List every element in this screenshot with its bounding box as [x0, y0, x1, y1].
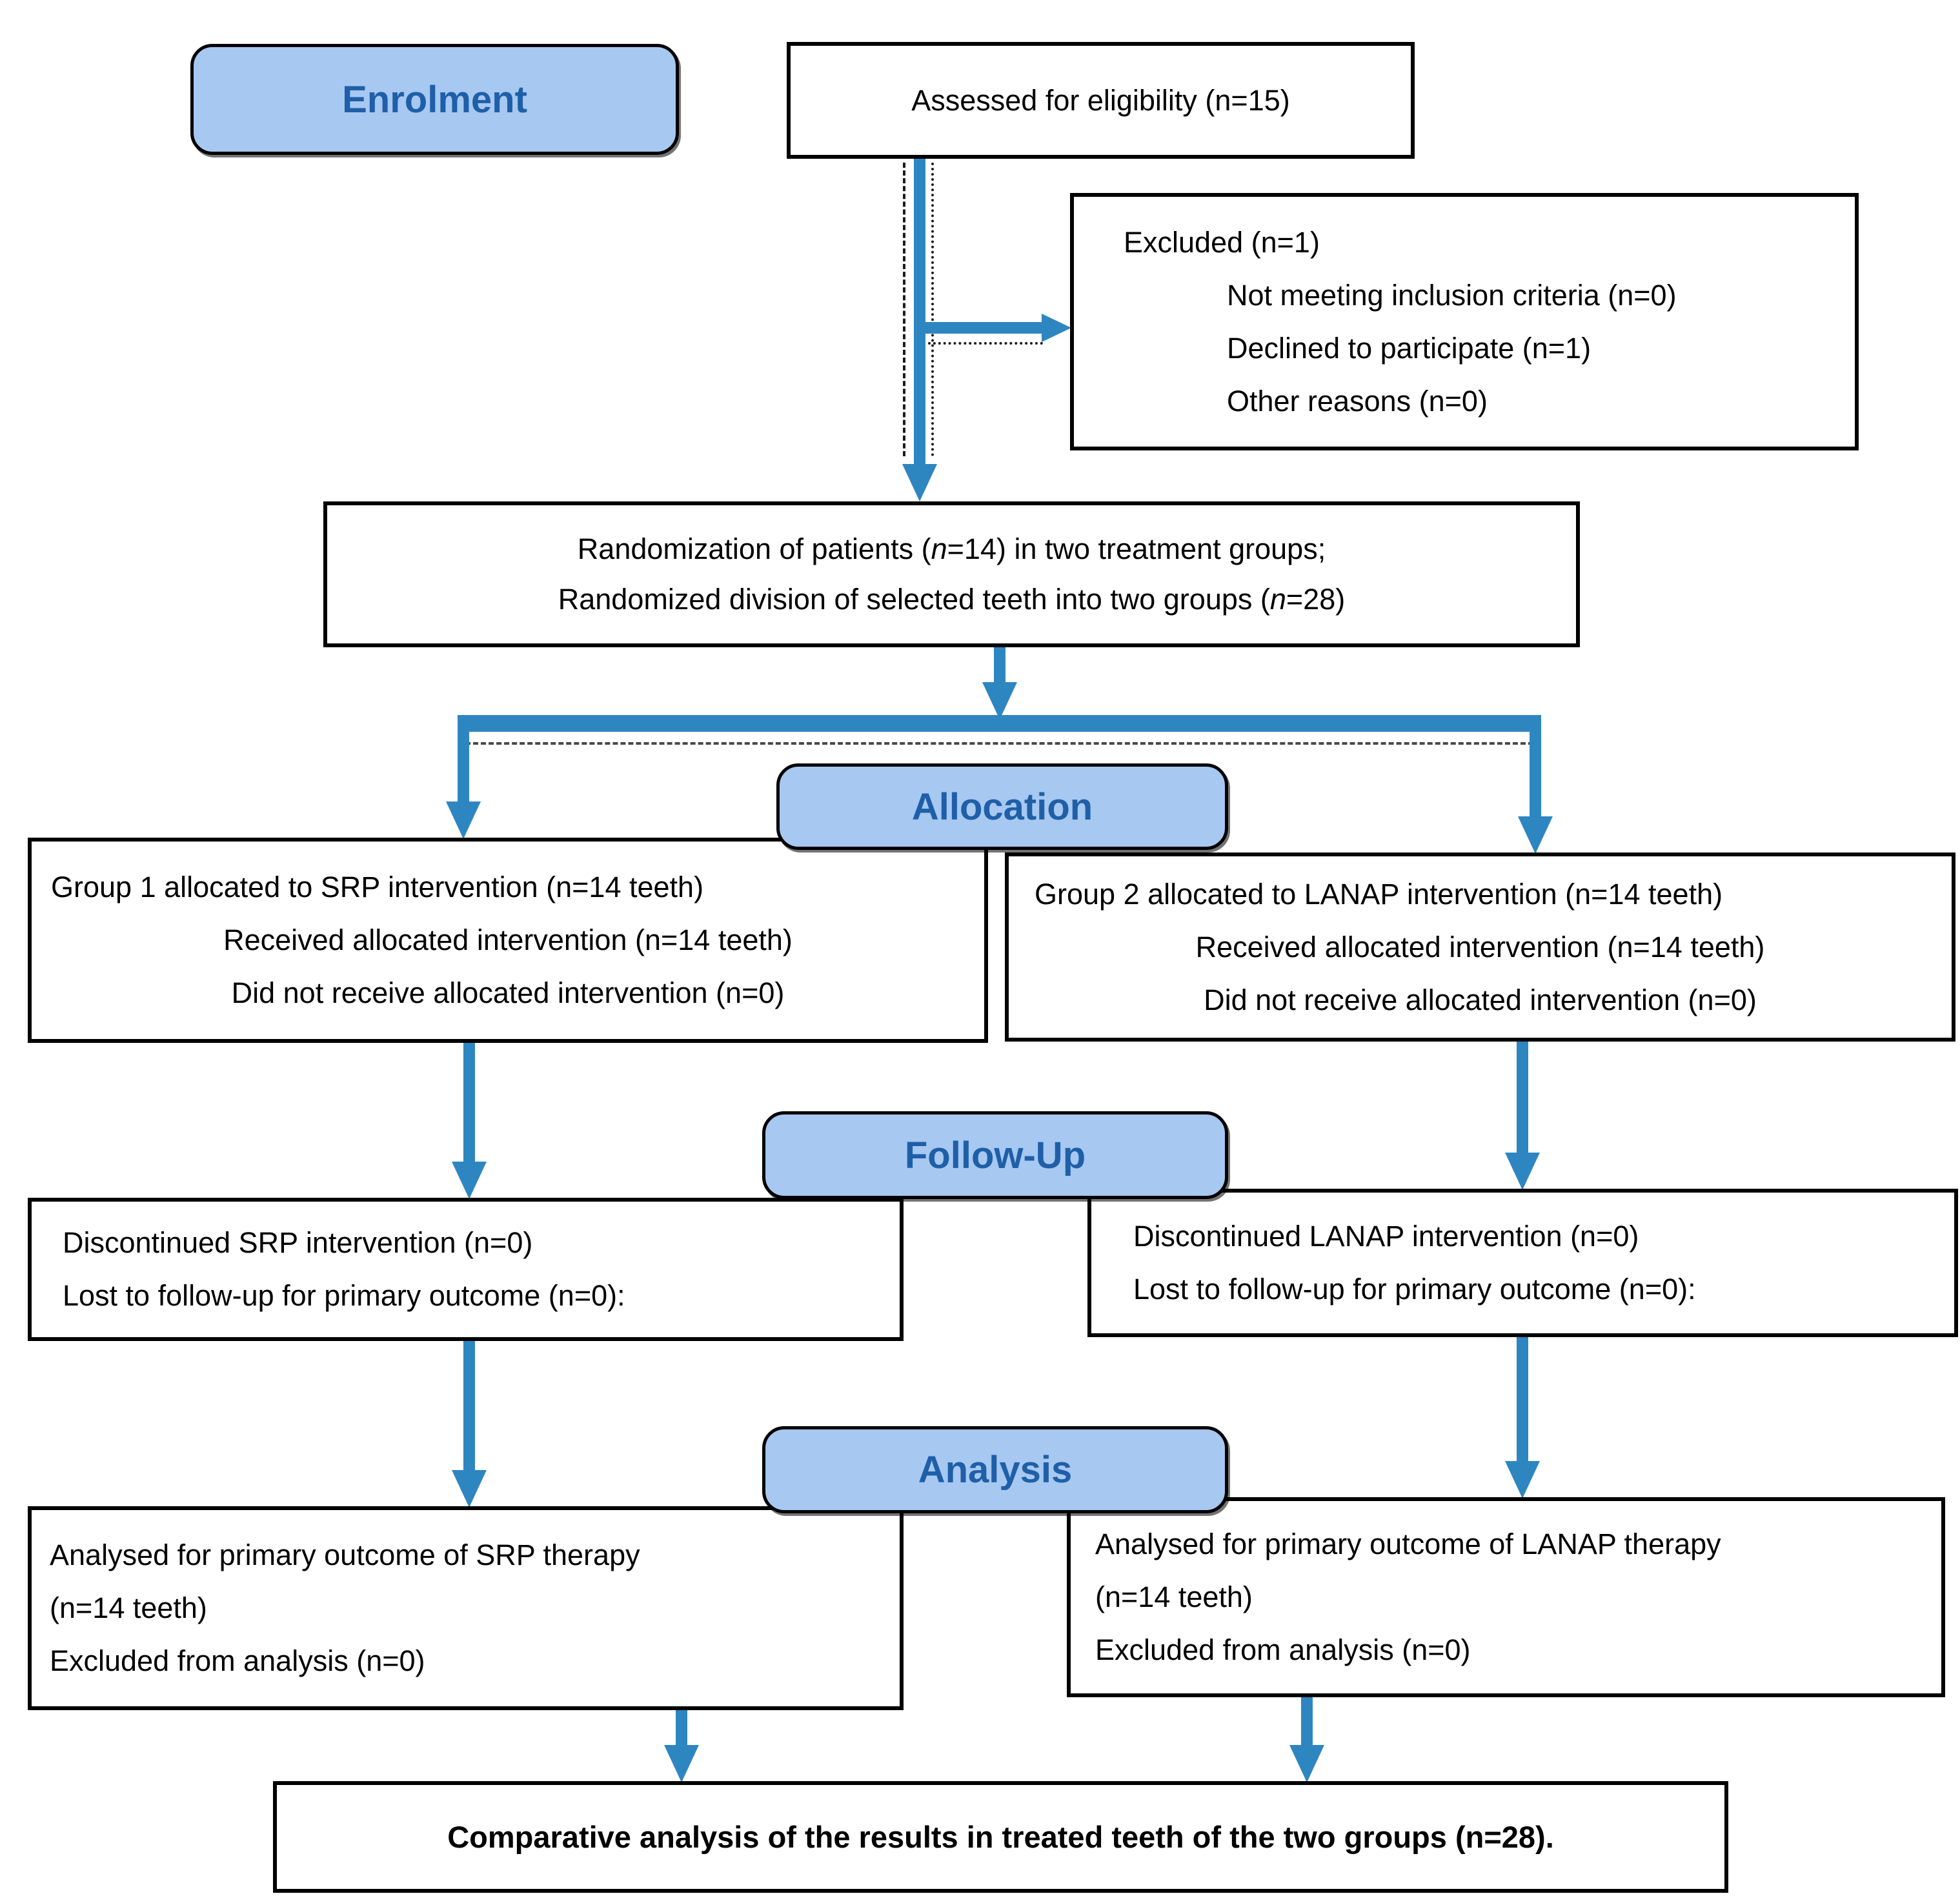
assessed-text: Assessed for eligibility (n=15) [911, 83, 1290, 117]
split-bar [458, 715, 1541, 732]
arrow-shaft [994, 647, 1005, 685]
down-arrow-randomization-to-split [982, 647, 1018, 720]
excluded-item: Other reasons (n=0) [1227, 384, 1488, 418]
split-connector-bar [458, 715, 1541, 747]
box-assessed-eligibility: Assessed for eligibility (n=15) [787, 42, 1415, 159]
arrow-shaft [1530, 718, 1541, 819]
stage-label-allocation: Allocation [776, 763, 1228, 850]
followup1-line: Lost to follow-up for primary outcome (n… [63, 1279, 625, 1312]
arrow-shaft [914, 159, 925, 467]
arrow-head-icon [1505, 1153, 1540, 1190]
group2-line: Received allocated intervention (n=14 te… [1195, 930, 1765, 963]
analysis1-line: Analysed for primary outcome of SRP ther… [50, 1538, 640, 1571]
down-arrow-analysis1-to-comparative [663, 1710, 700, 1782]
followup1-line: Discontinued SRP intervention (n=0) [63, 1226, 533, 1259]
followup2-line: Discontinued LANAP intervention (n=0) [1133, 1220, 1639, 1253]
group2-line: Group 2 allocated to LANAP intervention … [1035, 877, 1723, 911]
group1-line: Group 1 allocated to SRP intervention (n… [51, 871, 704, 903]
box-followup-lanap: Discontinued LANAP intervention (n=0) Lo… [1087, 1189, 1958, 1337]
excluded-title: Excluded (n=1) [1124, 225, 1320, 259]
randomization-line1: Randomization of patients (n=14) in two … [577, 532, 1326, 565]
analysis2-line: (n=14 teeth) [1095, 1580, 1253, 1613]
arrow-shaft [1517, 1337, 1528, 1464]
arrow-shaft [676, 1710, 687, 1748]
box-excluded: Excluded (n=1) Not meeting inclusion cri… [1070, 193, 1859, 450]
arrow-shaft [458, 718, 469, 804]
arrow-head-icon [1505, 1461, 1540, 1498]
analysis1-line: (n=14 teeth) [50, 1591, 207, 1624]
arrow-head-icon [1042, 314, 1071, 342]
down-arrow-group2-to-followup2 [1504, 1040, 1541, 1190]
stage-label-enrolment: Enrolment [190, 44, 679, 155]
down-arrow-split-to-group1 [445, 718, 481, 839]
stage-label-enrolment-text: Enrolment [342, 78, 527, 121]
stage-label-followup-text: Follow-Up [904, 1134, 1086, 1176]
analysis1-line: Excluded from analysis (n=0) [50, 1644, 425, 1677]
arrow-head-icon [1289, 1745, 1324, 1782]
arrow-head-icon [1518, 816, 1553, 854]
arrow-head-icon [452, 1162, 487, 1199]
stage-label-followup: Follow-Up [762, 1111, 1228, 1199]
stage-label-analysis-text: Analysis [918, 1449, 1073, 1491]
dashed-artifact-line [465, 742, 1533, 745]
randomization-line2: Randomized division of selected teeth in… [558, 583, 1346, 616]
down-arrow-group1-to-followup1 [451, 1043, 487, 1199]
arrow-shaft [1517, 1040, 1528, 1155]
dotted-artifact-line [928, 342, 1043, 345]
down-arrow-split-to-group2 [1517, 718, 1553, 854]
analysis2-line: Analysed for primary outcome of LANAP th… [1095, 1528, 1721, 1560]
arrow-shaft [1301, 1697, 1313, 1748]
box-group2-allocation: Group 2 allocated to LANAP intervention … [1005, 852, 1955, 1042]
box-comparative-analysis: Comparative analysis of the results in t… [273, 1781, 1728, 1893]
excluded-item: Declined to participate (n=1) [1227, 331, 1591, 365]
excluded-item: Not meeting inclusion criteria (n=0) [1227, 278, 1677, 312]
group1-line: Did not receive allocated intervention (… [231, 976, 785, 1009]
arrow-head-icon [982, 682, 1017, 720]
arrow-head-icon [902, 464, 937, 501]
box-group1-allocation: Group 1 allocated to SRP intervention (n… [28, 838, 988, 1043]
right-arrow-to-excluded [924, 314, 1071, 351]
arrow-head-icon [452, 1470, 487, 1508]
box-followup-srp: Discontinued SRP intervention (n=0) Lost… [28, 1198, 904, 1341]
stage-label-analysis: Analysis [762, 1426, 1228, 1513]
arrow-shaft [924, 322, 1044, 334]
followup2-line: Lost to follow-up for primary outcome (n… [1133, 1273, 1696, 1306]
group2-line: Did not receive allocated intervention (… [1204, 983, 1757, 1016]
arrow-head-icon [664, 1745, 699, 1782]
down-arrow-followup1-to-analysis1 [451, 1341, 487, 1508]
arrow-shaft [463, 1043, 475, 1164]
arrow-head-icon [446, 802, 481, 839]
down-arrow-analysis2-to-comparative [1289, 1697, 1325, 1782]
stage-label-allocation-text: Allocation [911, 785, 1093, 828]
box-analysis-lanap: Analysed for primary outcome of LANAP th… [1067, 1497, 1945, 1697]
group1-line: Received allocated intervention (n=14 te… [223, 923, 793, 956]
comparative-text: Comparative analysis of the results in t… [447, 1819, 1554, 1854]
box-analysis-srp: Analysed for primary outcome of SRP ther… [28, 1506, 904, 1710]
down-arrow-followup2-to-analysis2 [1504, 1337, 1541, 1498]
box-randomization: Randomization of patients (n=14) in two … [323, 501, 1580, 647]
down-arrow-assessed-to-randomization [902, 159, 938, 501]
arrow-shaft [463, 1341, 475, 1473]
analysis2-line: Excluded from analysis (n=0) [1095, 1633, 1471, 1666]
